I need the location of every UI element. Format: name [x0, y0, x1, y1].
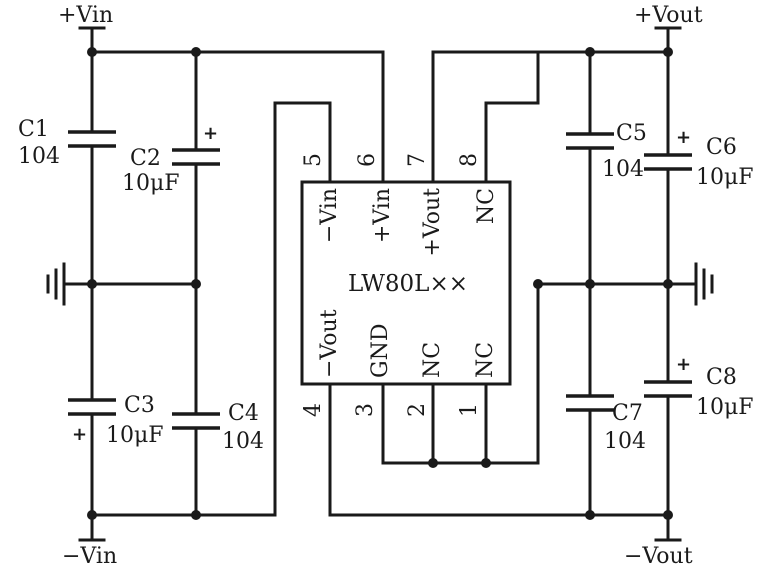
input-side: +Vin −Vin C1 104 + C2 10μF + C3 10μF C4 …	[18, 3, 385, 569]
capacitor-c4	[172, 412, 220, 430]
ground-left-icon	[46, 262, 66, 306]
c3-value: 10μF	[106, 423, 164, 448]
vin-neg-label: −Vin	[62, 544, 117, 569]
capacitor-c6	[644, 153, 692, 171]
capacitor-c8	[644, 380, 692, 398]
pin-3-label: GND	[368, 324, 393, 378]
vout-neg-label: −Vout	[624, 544, 693, 569]
c4-ref: C4	[228, 401, 259, 426]
c6-ref: C6	[706, 135, 737, 160]
c7-ref: C7	[612, 401, 643, 426]
pin-2-number: 2	[405, 403, 430, 417]
junction-dot	[663, 279, 673, 289]
junction-dot	[87, 279, 97, 289]
c6-polarity: +	[676, 127, 691, 148]
c6-value: 10μF	[696, 165, 754, 190]
pin-6-number: 6	[355, 153, 380, 167]
pin-1-number: 1	[457, 403, 482, 417]
c1-ref: C1	[18, 117, 49, 142]
c2-polarity: +	[203, 123, 218, 144]
junction-dot	[533, 279, 543, 289]
ic-name: LW80L××	[348, 271, 468, 297]
junction-dot	[481, 458, 491, 468]
pin-4-label: −Vout	[317, 309, 342, 378]
c5-ref: C5	[616, 121, 647, 146]
ic-body	[300, 180, 512, 386]
junction-dot	[191, 279, 201, 289]
junction-dot	[585, 510, 595, 520]
capacitor-c3	[68, 398, 116, 416]
junction-dot	[87, 47, 97, 57]
vout-pos-label: +Vout	[634, 3, 703, 28]
c8-ref: C8	[706, 365, 737, 390]
junction-dot	[663, 47, 673, 57]
c5-value: 104	[602, 157, 644, 182]
capacitor-c2	[172, 148, 220, 166]
junction-dot	[585, 279, 595, 289]
pin-5-label: −Vin	[317, 188, 342, 243]
junction-dot	[191, 47, 201, 57]
c2-ref: C2	[130, 146, 161, 171]
pin-7-number: 7	[405, 153, 430, 167]
c3-ref: C3	[124, 393, 155, 418]
junction-dot	[585, 47, 595, 57]
pin-2-label: NC	[420, 342, 445, 378]
ground-right-icon	[694, 262, 714, 306]
pin-5-number: 5	[301, 153, 326, 167]
pin-1-label: NC	[473, 342, 498, 378]
capacitor-c7	[566, 394, 614, 412]
capacitor-c1	[68, 130, 116, 148]
c2-value: 10μF	[122, 171, 180, 196]
c8-polarity: +	[676, 354, 691, 375]
c3-polarity: +	[72, 424, 87, 445]
junction-dot	[87, 510, 97, 520]
vin-pos-label: +Vin	[58, 3, 113, 28]
capacitor-c5	[566, 132, 614, 150]
ic-lw80l: 5 6 7 8 −Vin +Vin +Vout NC LW80L×× −Vout…	[300, 50, 540, 517]
pin-8-label: NC	[474, 188, 499, 224]
pin-7-label: +Vout	[420, 188, 445, 257]
pin-6-label: +Vin	[370, 188, 395, 243]
pin-4-number: 4	[301, 403, 326, 417]
junction-dot	[428, 458, 438, 468]
pin-3-number: 3	[353, 403, 378, 417]
c7-value: 104	[604, 429, 646, 454]
pin-8-number: 8	[457, 153, 482, 167]
output-side: +Vout −Vout C5 104 + C6 10μF C7 104 + C8…	[328, 3, 754, 569]
c4-value: 104	[222, 429, 264, 454]
c8-value: 10μF	[696, 395, 754, 420]
junction-dot	[663, 510, 673, 520]
c1-value: 104	[18, 144, 60, 169]
junction-dot	[191, 510, 201, 520]
